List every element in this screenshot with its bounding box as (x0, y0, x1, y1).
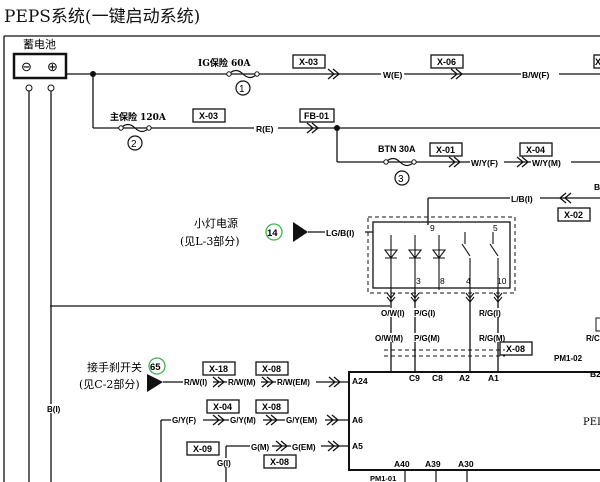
wire-owm-label: O/W(M) (375, 334, 403, 343)
pin-b2: B2 (590, 369, 600, 379)
fuse-main-label: 主保险 120A (110, 111, 167, 123)
relay-pin-8: 8 (440, 276, 445, 286)
connector-x02-label: X-02 (564, 210, 583, 220)
wire-bwf-label: B/W(F) (522, 70, 550, 80)
pin-pm1-02: PM1-02 (554, 354, 583, 363)
wire-gym-label: G/Y(M) (230, 416, 256, 425)
page-title: PEPS系统(一键启动系统) (4, 7, 201, 27)
connector-x03a-label: X-03 (299, 57, 318, 67)
fuse-btn-label: BTN 30A (378, 144, 416, 154)
wire-rwem-label: R/W(EM) (277, 378, 310, 387)
connector-x06-label: X-06 (437, 57, 456, 67)
relay-pin-3: 3 (416, 276, 421, 286)
connector-x08a-label: X-08 (506, 344, 525, 354)
connector-x04b-label: X-04 (213, 402, 232, 412)
connector-x08c-label: X-08 (262, 402, 281, 412)
wire-pgm-label: P/G(M) (414, 334, 440, 343)
wire-rgi-label: R/G(I) (479, 309, 501, 318)
relay-pin-4: 4 (466, 276, 471, 286)
pin-a1: A1 (488, 373, 499, 383)
pin-a39: A39 (425, 459, 441, 469)
pin-c9: C9 (409, 373, 420, 383)
pin-a40: A40 (394, 459, 410, 469)
peps-module-label: PEI (583, 417, 600, 428)
battery-positive: ⊕ (47, 59, 58, 74)
wire-lgbi-label: LG/B(I) (326, 228, 354, 238)
battery-negative: ⊖ (21, 59, 32, 74)
wire-we-label: W(E) (383, 70, 403, 80)
ref-65-number: 65 (150, 362, 161, 373)
wire-gyf-label: G/Y(F) (172, 416, 196, 425)
wire-owi-label: O/W(I) (381, 309, 405, 318)
fuse-btn-number: 3 (398, 174, 404, 185)
wire-b-cut-label: B (594, 182, 600, 192)
battery-box (12, 52, 68, 80)
pin-a30: A30 (458, 459, 474, 469)
wire-wyf-label: W/Y(F) (471, 158, 498, 168)
wire-rwi-label: R/W(I) (184, 378, 207, 387)
connector-x-cut-label: X (595, 57, 600, 67)
connector-x03a (292, 54, 326, 69)
wire-we: W(E) (383, 70, 403, 80)
connector-x08b-label: X-08 (262, 364, 281, 374)
relay-module (372, 221, 511, 289)
wire-wym-label: W/Y(M) (532, 158, 561, 168)
wire-gm-label: G(M) (251, 443, 270, 452)
fuse-main-number: 2 (131, 139, 137, 150)
pin-pm1-01: PM1-01 (370, 474, 396, 482)
relay-pin-9: 9 (430, 223, 435, 233)
ref-14-number: 14 (267, 228, 278, 239)
pin-a6: A6 (352, 415, 363, 425)
relay-pin-5: 5 (493, 223, 498, 233)
connector-x04a-label: X-04 (526, 145, 545, 155)
connector-x03b-label: X-03 (199, 111, 218, 121)
wire-pgi-label: P/G(I) (414, 309, 436, 318)
wire-rc-cut-label: R/C (586, 334, 600, 343)
battery-label: 蓄电池 (23, 38, 56, 51)
ref-handbrake-switch: 接手刹开关 (87, 360, 142, 374)
pin-a2: A2 (459, 373, 470, 383)
wire-gem-label: G(EM) (292, 443, 316, 452)
connector-x01-label: X-01 (436, 145, 455, 155)
pin-c8: C8 (432, 373, 443, 383)
wire-re-label: R(E) (256, 124, 274, 134)
wire-bi-label: B(I) (47, 405, 61, 414)
connector-x08d-label: X-08 (270, 457, 289, 467)
connector-x18-label: X-18 (209, 364, 228, 374)
peps-module (348, 371, 600, 471)
fuse-ig-number: 1 (239, 84, 245, 95)
connector-x09-label: X-09 (193, 444, 212, 454)
connector-fb01-label: FB-01 (304, 111, 329, 121)
ref-handbrake-section: (见C-2部分) (79, 377, 140, 391)
relay-pin-10: 10 (497, 276, 507, 286)
wire-rwm-label: R/W(M) (228, 378, 256, 387)
pin-a5: A5 (352, 441, 363, 451)
pin-a24: A24 (352, 376, 368, 386)
wire-gyem-label: G/Y(EM) (286, 416, 317, 425)
wire-lbi-label: L/B(I) (511, 194, 533, 204)
fuse-ig-label: IG保险 60A (198, 57, 252, 69)
ref-small-lamp-section: (见L-3部分) (180, 234, 240, 248)
ref-small-lamp-power: 小灯电源 (194, 216, 238, 230)
wire-gi-label: G(I) (217, 459, 231, 468)
wire-rgm-label: R/G(M) (479, 334, 506, 343)
